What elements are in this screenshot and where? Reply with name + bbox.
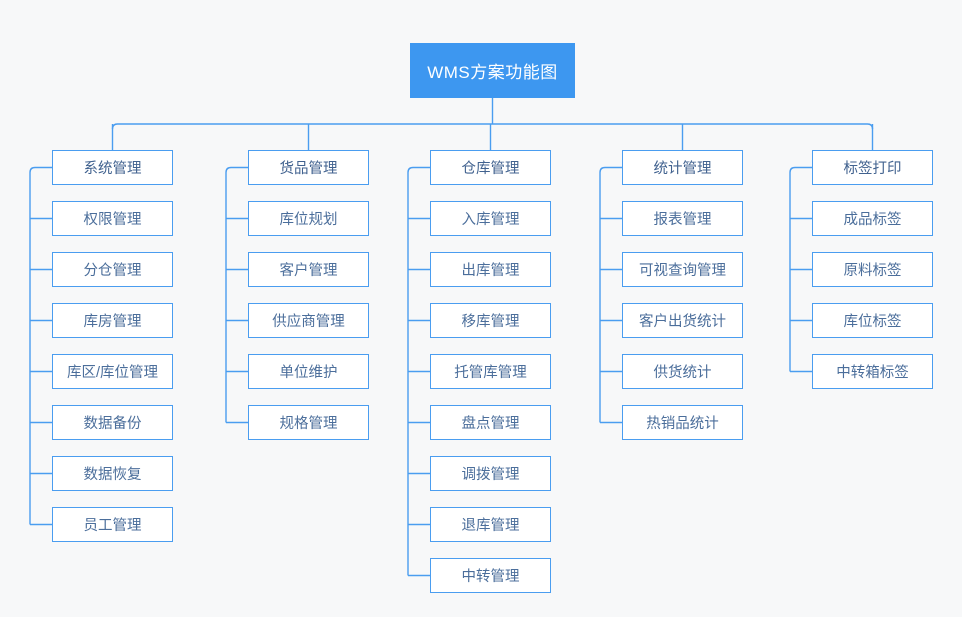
- node-item-2-5[interactable]: 规格管理: [248, 405, 369, 440]
- node-item-1-3[interactable]: 库房管理: [52, 303, 173, 338]
- node-item-2-4[interactable]: 单位维护: [248, 354, 369, 389]
- root-node[interactable]: WMS方案功能图: [410, 43, 575, 98]
- node-item-2-2[interactable]: 客户管理: [248, 252, 369, 287]
- node-item-2-3[interactable]: 供应商管理: [248, 303, 369, 338]
- node-item-2-1[interactable]: 库位规划: [248, 201, 369, 236]
- node-item-4-4[interactable]: 供货统计: [622, 354, 743, 389]
- node-item-1-1[interactable]: 权限管理: [52, 201, 173, 236]
- node-item-5-4[interactable]: 中转箱标签: [812, 354, 933, 389]
- node-item-5-1[interactable]: 成品标签: [812, 201, 933, 236]
- node-item-4-3[interactable]: 客户出货统计: [622, 303, 743, 338]
- node-head-5[interactable]: 标签打印: [812, 150, 933, 185]
- node-item-3-1[interactable]: 入库管理: [430, 201, 551, 236]
- node-item-3-7[interactable]: 退库管理: [430, 507, 551, 542]
- node-head-2[interactable]: 货品管理: [248, 150, 369, 185]
- node-item-3-5[interactable]: 盘点管理: [430, 405, 551, 440]
- node-item-1-5[interactable]: 数据备份: [52, 405, 173, 440]
- node-head-1[interactable]: 系统管理: [52, 150, 173, 185]
- node-item-5-3[interactable]: 库位标签: [812, 303, 933, 338]
- node-item-4-5[interactable]: 热销品统计: [622, 405, 743, 440]
- node-item-1-2[interactable]: 分仓管理: [52, 252, 173, 287]
- node-item-1-6[interactable]: 数据恢复: [52, 456, 173, 491]
- node-item-3-3[interactable]: 移库管理: [430, 303, 551, 338]
- node-item-3-4[interactable]: 托管库管理: [430, 354, 551, 389]
- node-item-4-1[interactable]: 报表管理: [622, 201, 743, 236]
- node-item-5-2[interactable]: 原料标签: [812, 252, 933, 287]
- node-item-3-6[interactable]: 调拨管理: [430, 456, 551, 491]
- node-head-4[interactable]: 统计管理: [622, 150, 743, 185]
- node-item-3-2[interactable]: 出库管理: [430, 252, 551, 287]
- node-item-3-8[interactable]: 中转管理: [430, 558, 551, 593]
- node-head-3[interactable]: 仓库管理: [430, 150, 551, 185]
- node-item-1-4[interactable]: 库区/库位管理: [52, 354, 173, 389]
- node-item-1-7[interactable]: 员工管理: [52, 507, 173, 542]
- node-item-4-2[interactable]: 可视查询管理: [622, 252, 743, 287]
